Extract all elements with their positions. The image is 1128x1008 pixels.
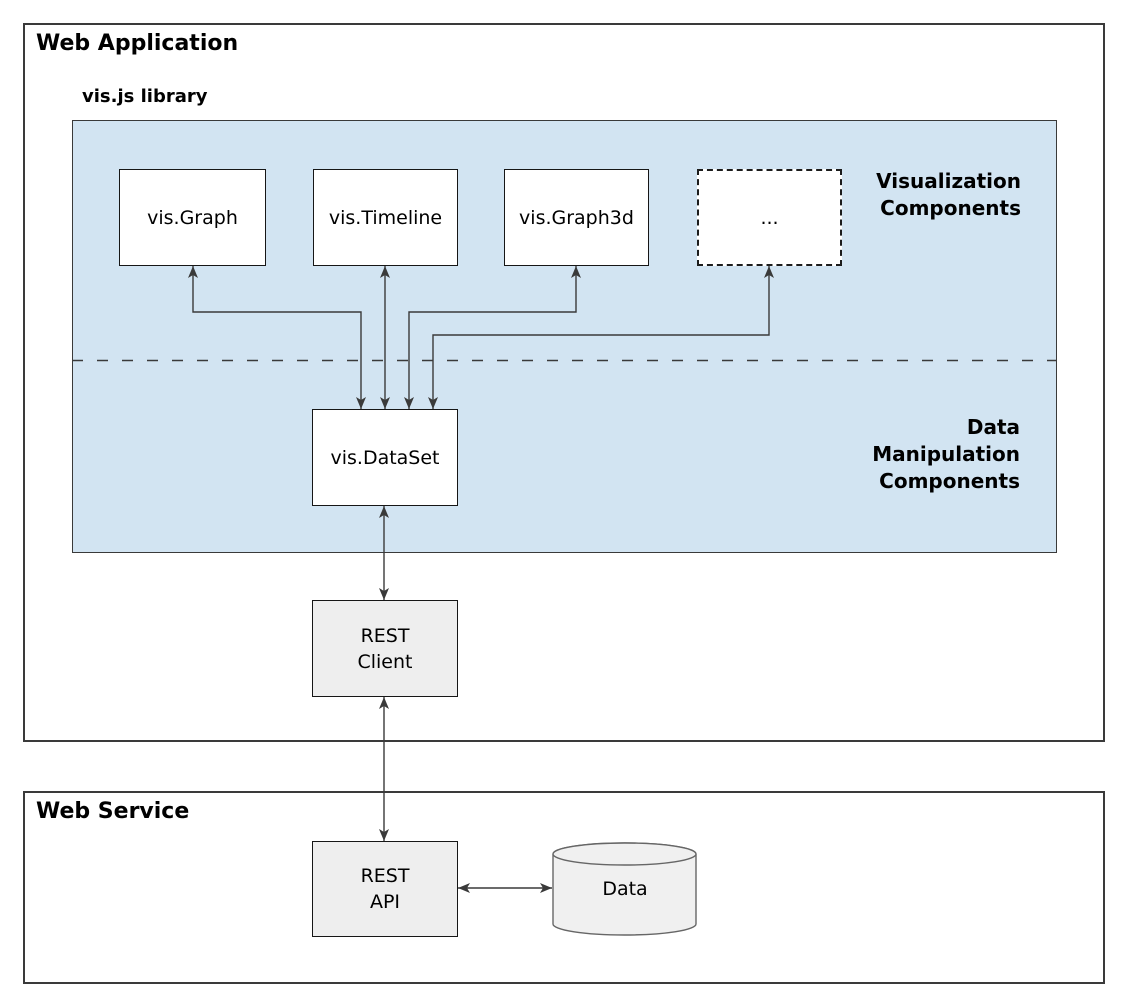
node-vis-graph3d-label: vis.Graph3d [519,206,634,229]
visjs-library-label: vis.js library [82,86,208,107]
node-vis-dataset-label: vis.DataSet [330,446,440,469]
section-label-data-manipulation-line3: Components [879,469,1020,493]
section-label-visualization-line1: Visualization [876,169,1021,193]
section-label-data-manipulation-line2: Manipulation [872,442,1020,466]
node-rest-api-line2: API [369,891,401,913]
node-vis-graph-label: vis.Graph [147,206,238,229]
node-rest-api: REST API [312,841,458,937]
node-vis-graph3d: vis.Graph3d [504,169,649,266]
node-more-components: ... [697,169,842,266]
node-vis-timeline-label: vis.Timeline [328,206,443,229]
node-vis-graph: vis.Graph [119,169,266,266]
node-rest-client: REST Client [312,600,458,697]
node-rest-api-line1: REST [360,865,410,887]
node-more-components-label: ... [760,206,779,229]
node-vis-dataset: vis.DataSet [312,409,458,506]
section-label-visualization: Visualization Components [876,168,1021,222]
node-vis-timeline: vis.Timeline [313,169,458,266]
node-rest-client-line2: Client [357,650,413,673]
section-label-data-manipulation: Data Manipulation Components [872,414,1020,495]
web-service-box [23,791,1105,984]
web-application-box [23,23,1105,742]
web-service-title: Web Service [36,799,190,824]
data-store-label: Data [602,878,648,900]
web-application-title: Web Application [36,31,239,56]
section-label-visualization-line2: Components [880,196,1021,220]
section-label-data-manipulation-line1: Data [966,415,1020,439]
node-rest-client-line1: REST [360,624,410,647]
